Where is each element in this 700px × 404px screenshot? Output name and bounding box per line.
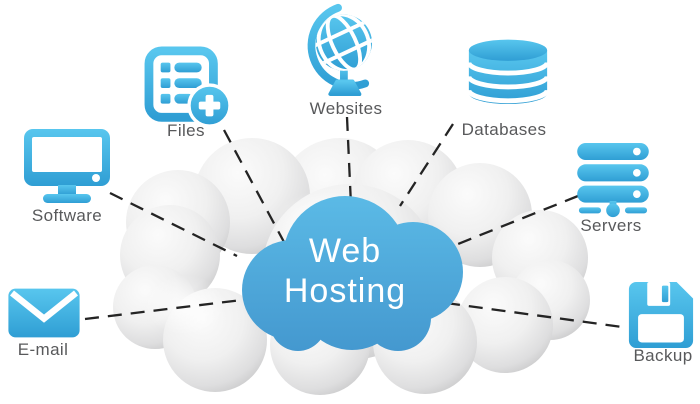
files-label: Files [167, 121, 205, 140]
databases-cylinder-icon [467, 38, 549, 113]
backup-label: Backup [633, 346, 693, 365]
software-label: Software [31, 206, 103, 225]
line-email [84, 298, 243, 321]
files-document-plus-icon [144, 46, 234, 130]
line-websites [345, 116, 353, 206]
center-title-line2: Hosting [283, 272, 407, 310]
websites-label: Websites [309, 99, 383, 118]
email-label: E-mail [17, 340, 69, 359]
servers-label: Servers [580, 216, 642, 235]
websites-globe-icon [303, 2, 379, 97]
center-title-line1: Web [308, 232, 382, 270]
line-software [109, 191, 238, 258]
backup-floppy-icon [628, 281, 694, 349]
email-envelope-icon [8, 288, 80, 338]
databases-label: Databases [461, 120, 547, 139]
line-files [222, 129, 294, 258]
servers-rack-icon [572, 143, 654, 218]
blue-cloud [242, 196, 463, 351]
line-backup [445, 301, 623, 329]
center-title: Web Hosting [284, 231, 406, 311]
line-databases [399, 123, 454, 207]
line-servers [447, 194, 579, 250]
software-monitor-icon [23, 128, 113, 204]
connector-lines [84, 116, 623, 329]
